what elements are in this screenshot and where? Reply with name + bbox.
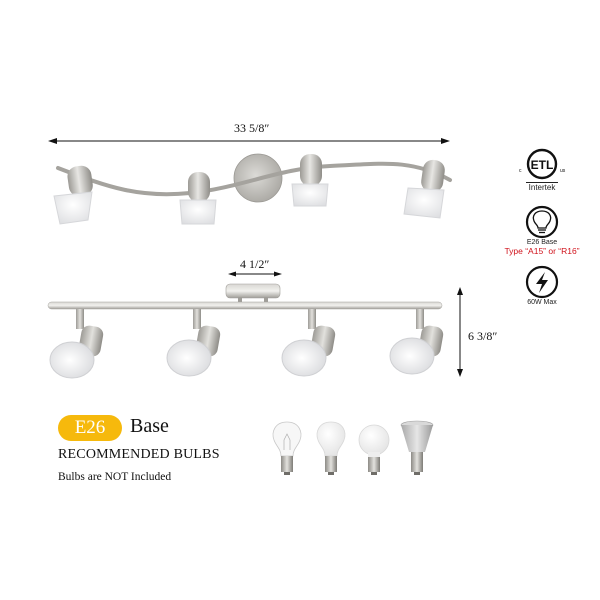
height-label: 6 3/8″ — [468, 329, 498, 343]
r16-reflector-bulb — [400, 420, 434, 475]
e26-badge: E26 — [58, 415, 122, 441]
base-label: Base — [130, 415, 169, 437]
e26-base-label: E26 Base — [526, 239, 558, 246]
svg-text:c: c — [519, 168, 522, 174]
height-arrow — [457, 287, 463, 377]
intertek-label: Intertek — [528, 183, 556, 192]
etl-certification: ETL c us Intertek — [512, 148, 572, 192]
wattage-spec: 60W Max — [512, 265, 572, 306]
bulb-base-spec: E26 Base Type “A15” or “R16” — [490, 205, 594, 256]
bulb-type-note: Type “A15” or “R16” — [504, 246, 580, 256]
light-bulb-icon — [525, 205, 559, 239]
wavy-track-fixture-image — [53, 153, 452, 225]
wattage-label: 60W Max — [527, 299, 557, 306]
etl-listed-icon: ETL c us — [519, 148, 566, 180]
frosted-a-bulb — [316, 421, 346, 475]
svg-text:us: us — [560, 168, 566, 174]
canopy-width-arrow — [228, 271, 282, 277]
lightning-bolt-icon — [525, 265, 559, 299]
overall-width-label: 33 5/8″ — [234, 121, 270, 135]
canopy-width-label: 4 1/2″ — [240, 257, 270, 271]
bulbs-not-included-note: Bulbs are NOT Included — [58, 471, 172, 483]
recommended-bulbs-images — [272, 420, 434, 475]
svg-text:ETL: ETL — [531, 158, 554, 172]
frosted-globe-bulb — [358, 424, 390, 475]
overall-width-arrow — [48, 138, 450, 144]
clear-incandescent-a-bulb — [272, 421, 302, 475]
recommended-bulbs-label: RECOMMENDED BULBS — [58, 447, 220, 462]
straight-bar-fixture-image — [47, 283, 444, 379]
